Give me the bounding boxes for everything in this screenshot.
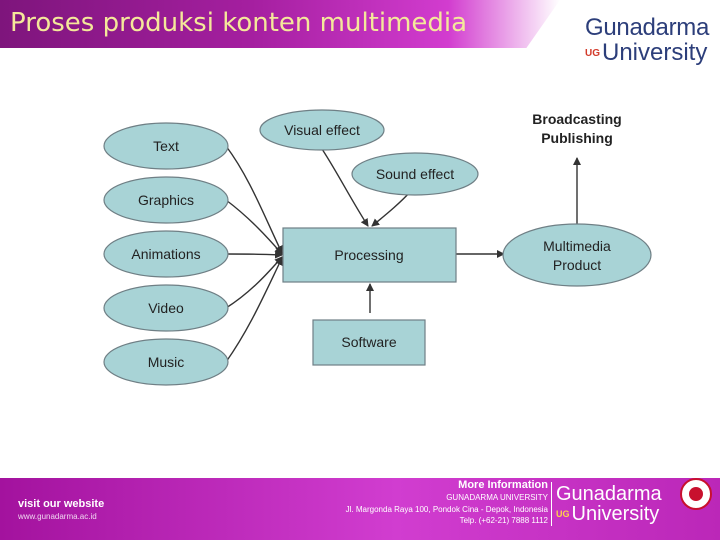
input-animations: Animations [103,230,229,278]
slide-header: Proses produksi konten multimedia Gunada… [0,0,720,65]
title-band [0,0,560,48]
output-line-2: Product [553,257,601,273]
footer-logo-ug-mark: UG [556,509,570,520]
processing-box: Processing [282,227,457,283]
software-label: Software [341,334,396,350]
logo-ug-mark: UG [585,47,600,59]
input-text-label: Text [153,138,179,154]
connectors [225,145,581,363]
effect-sound-label: Sound effect [376,166,454,182]
output-line-1: Multimedia [543,238,611,254]
visit-website-label: visit our website [18,498,105,510]
logo-line-2-text: University [602,39,708,66]
destination-label: Broadcasting Publishing [532,111,621,146]
footer-university-name: GUNADARMA UNIVERSITY [446,493,548,502]
website-url[interactable]: www.gunadarma.ac.id [18,512,97,521]
input-music-label: Music [148,354,185,370]
input-video-label: Video [148,300,184,316]
effect-visual: Visual effect [259,109,385,151]
footer-divider [551,482,552,526]
arrow-text-to-processing [225,145,283,254]
input-graphics-label: Graphics [138,192,194,208]
input-graphics: Graphics [103,176,229,224]
effect-sound: Sound effect [351,152,479,196]
input-text: Text [103,122,229,170]
seal-center [689,487,703,501]
output-product: Multimedia Product [502,223,652,287]
footer-address: Jl. Margonda Raya 100, Pondok Cina - Dep… [345,505,548,514]
production-diagram: Text Graphics Animations Video Music Vis… [103,109,652,386]
slide-footer [0,478,720,540]
footer-logo-line-1: Gunadarma [556,483,662,505]
arrow-visual-effect-to-processing [319,145,369,227]
arrow-animations-to-processing [225,250,283,259]
logo-line-2: UGUniversity [585,41,709,66]
logo-line-1: Gunadarma [585,14,710,41]
destination-line-1: Broadcasting [532,111,621,127]
footer-phone: Telp. (+62-21) 7888 1112 [459,516,548,525]
destination-line-2: Publishing [541,130,613,146]
effect-visual-label: Visual effect [284,122,360,138]
more-information-label: More Information [458,479,548,491]
arrow-music-to-processing [225,257,283,363]
arrow-video-to-processing [225,256,283,309]
arrow-graphics-to-processing [225,199,283,255]
software-box: Software [312,319,426,366]
university-seal-icon [680,478,712,510]
slide-title: Proses produksi konten multimedia [10,8,468,38]
input-video: Video [103,284,229,332]
university-logo: Gunadarma UGUniversity [585,16,709,66]
processing-label: Processing [334,247,403,263]
input-music: Music [103,338,229,386]
footer-logo-line-2-text: University [571,503,660,525]
input-animations-label: Animations [131,246,200,262]
